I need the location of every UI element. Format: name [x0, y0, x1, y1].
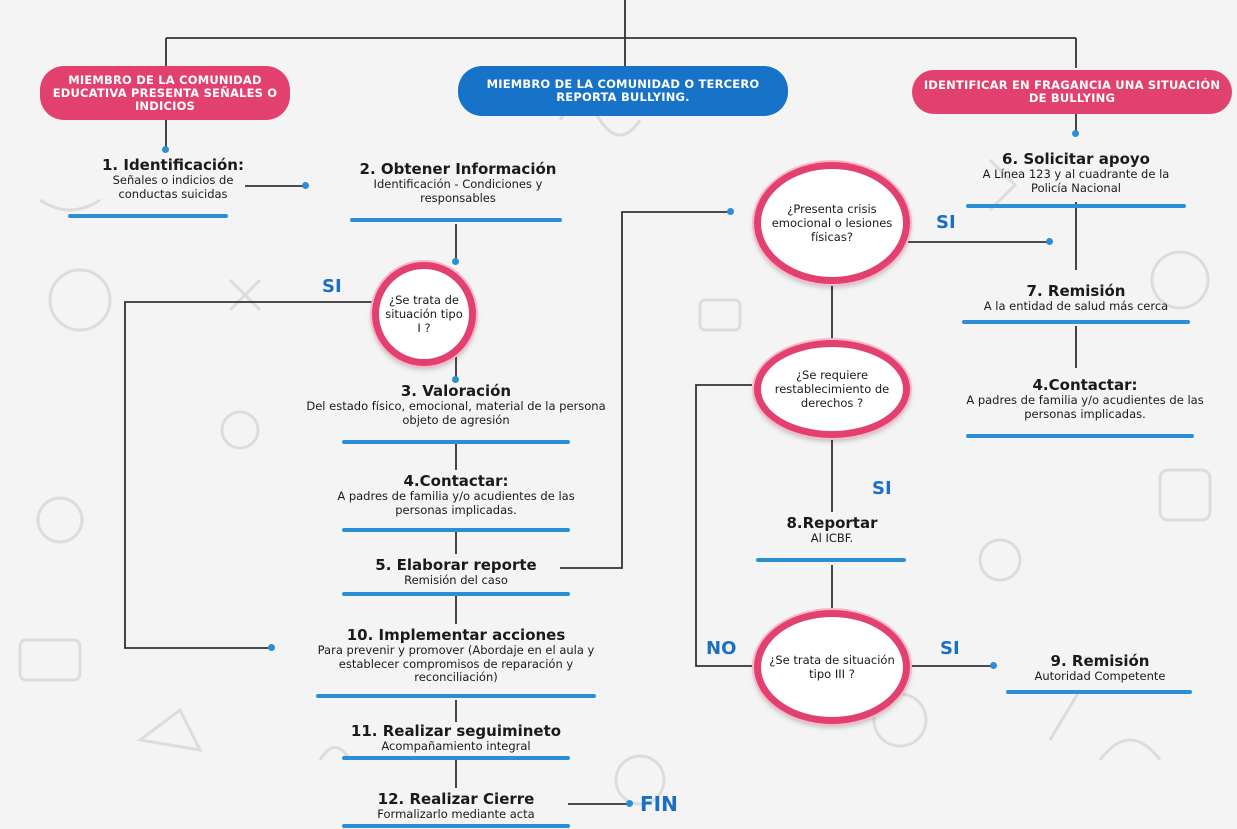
step-4-contactar-left: 4.Contactar: A padres de familia y/o acu…	[296, 472, 616, 517]
underline	[342, 440, 570, 444]
connector-dot	[727, 208, 734, 215]
step-title: 4.Contactar:	[1032, 376, 1138, 394]
underline	[68, 214, 228, 218]
step-desc: Al ICBF.	[810, 531, 854, 545]
step-8-reportar: 8.Reportar Al ICBF.	[742, 514, 922, 546]
step-desc: Acompañamiento integral	[381, 739, 531, 753]
step-title: 12. Realizar Cierre	[377, 790, 535, 808]
label-si-tipo-i: SI	[322, 276, 342, 297]
step-3-valoracion: 3. Valoración Del estado físico, emocion…	[296, 382, 616, 427]
connector-dot	[268, 644, 275, 651]
step-title: 8.Reportar	[786, 514, 878, 532]
decision-restablecimiento: ¿Se requiere restablecimiento de derecho…	[754, 340, 910, 438]
underline	[1006, 690, 1192, 694]
underline	[350, 218, 562, 222]
step-title: 2. Obtener Información	[359, 160, 557, 178]
decision-crisis-emocional: ¿Presenta crisis emocional o lesiones fí…	[754, 162, 910, 284]
step-desc: A padres de familia y/o acudientes de la…	[337, 489, 575, 517]
fin-label: FIN	[640, 792, 678, 816]
underline	[756, 558, 906, 562]
step-10-implementar-acciones: 10. Implementar acciones Para prevenir y…	[286, 626, 626, 685]
connector-dot	[1072, 130, 1079, 137]
step-title: 6. Solicitar apoyo	[1002, 150, 1150, 168]
underline	[342, 528, 570, 532]
label-si-restablecimiento: SI	[872, 478, 892, 499]
underline	[966, 204, 1186, 208]
label-si-tipo-iii: SI	[940, 638, 960, 659]
decision-tipo-iii: ¿Se trata de situación tipo III ?	[754, 610, 910, 724]
connector-dot	[452, 258, 459, 265]
step-title: 5. Elaborar reporte	[375, 556, 537, 574]
step-9-remision-autoridad: 9. Remisión Autoridad Competente	[1000, 652, 1200, 684]
step-title: 4.Contactar:	[403, 472, 509, 490]
label-no: NO	[706, 638, 737, 659]
no-loop	[695, 384, 754, 667]
step-title: 7. Remisión	[1026, 282, 1126, 300]
underline	[962, 320, 1190, 324]
step-desc: Para prevenir y promover (Abordaje en el…	[317, 643, 595, 684]
start-pill-right: IDENTIFICAR EN FRAGANCIA UNA SITUACIÓN D…	[912, 70, 1232, 114]
start-pill-center: MIEMBRO DE LA COMUNIDAD O TERCERO REPORT…	[458, 66, 788, 116]
connector-dot	[990, 662, 997, 669]
step-title: 1. Identificación:	[102, 156, 244, 174]
s5-to-d2	[560, 211, 732, 569]
step-12-realizar-cierre: 12. Realizar Cierre Formalizarlo mediant…	[316, 790, 596, 822]
connector-dot	[626, 800, 633, 807]
step-7-remision-salud: 7. Remisión A la entidad de salud más ce…	[936, 282, 1216, 314]
step-desc: Del estado físico, emocional, material d…	[306, 399, 606, 427]
step-6-solicitar-apoyo: 6. Solicitar apoyo A Línea 123 y al cuad…	[946, 150, 1206, 195]
step-2-obtener-informacion: 2. Obtener Información Identificación - …	[318, 160, 598, 205]
step-desc: Autoridad Competente	[1034, 669, 1166, 683]
connector-dot	[302, 182, 309, 189]
step-11-realizar-seguimiento: 11. Realizar seguimineto Acompañamiento …	[306, 722, 606, 754]
step-title: 10. Implementar acciones	[346, 626, 566, 644]
si-loop	[124, 301, 374, 649]
step-title: 3. Valoración	[400, 382, 512, 400]
step-desc: A Línea 123 y al cuadrante de la Policía…	[982, 167, 1170, 195]
connector-dot	[452, 376, 459, 383]
connector-dot	[1046, 238, 1053, 245]
step-5-elaborar-reporte: 5. Elaborar reporte Remisión del caso	[316, 556, 596, 588]
underline	[966, 434, 1194, 438]
step-desc: Identificación - Condiciones y responsab…	[373, 177, 543, 205]
underline	[342, 756, 570, 760]
step-desc: Remisión del caso	[404, 573, 508, 587]
step-desc: Señales o indicios de conductas suicidas	[112, 173, 234, 201]
step-title: 11. Realizar seguimineto	[350, 722, 562, 740]
decision-tipo-i: ¿Se trata de situación tipo I ?	[372, 262, 476, 366]
underline	[316, 694, 596, 698]
step-4-contactar-right: 4.Contactar: A padres de familia y/o acu…	[940, 376, 1230, 421]
underline	[342, 824, 570, 828]
step-1-identificacion: 1. Identificación: Señales o indicios de…	[58, 156, 288, 201]
step-desc: Formalizarlo mediante acta	[377, 807, 535, 821]
connector-dot	[162, 146, 169, 153]
step-title: 9. Remisión	[1050, 652, 1150, 670]
step-desc: A la entidad de salud más cerca	[983, 299, 1169, 313]
start-pill-left: MIEMBRO DE LA COMUNIDAD EDUCATIVA PRESEN…	[40, 66, 290, 120]
label-si-crisis: SI	[936, 212, 956, 233]
step-desc: A padres de familia y/o acudientes de la…	[966, 393, 1204, 421]
underline	[342, 592, 570, 596]
